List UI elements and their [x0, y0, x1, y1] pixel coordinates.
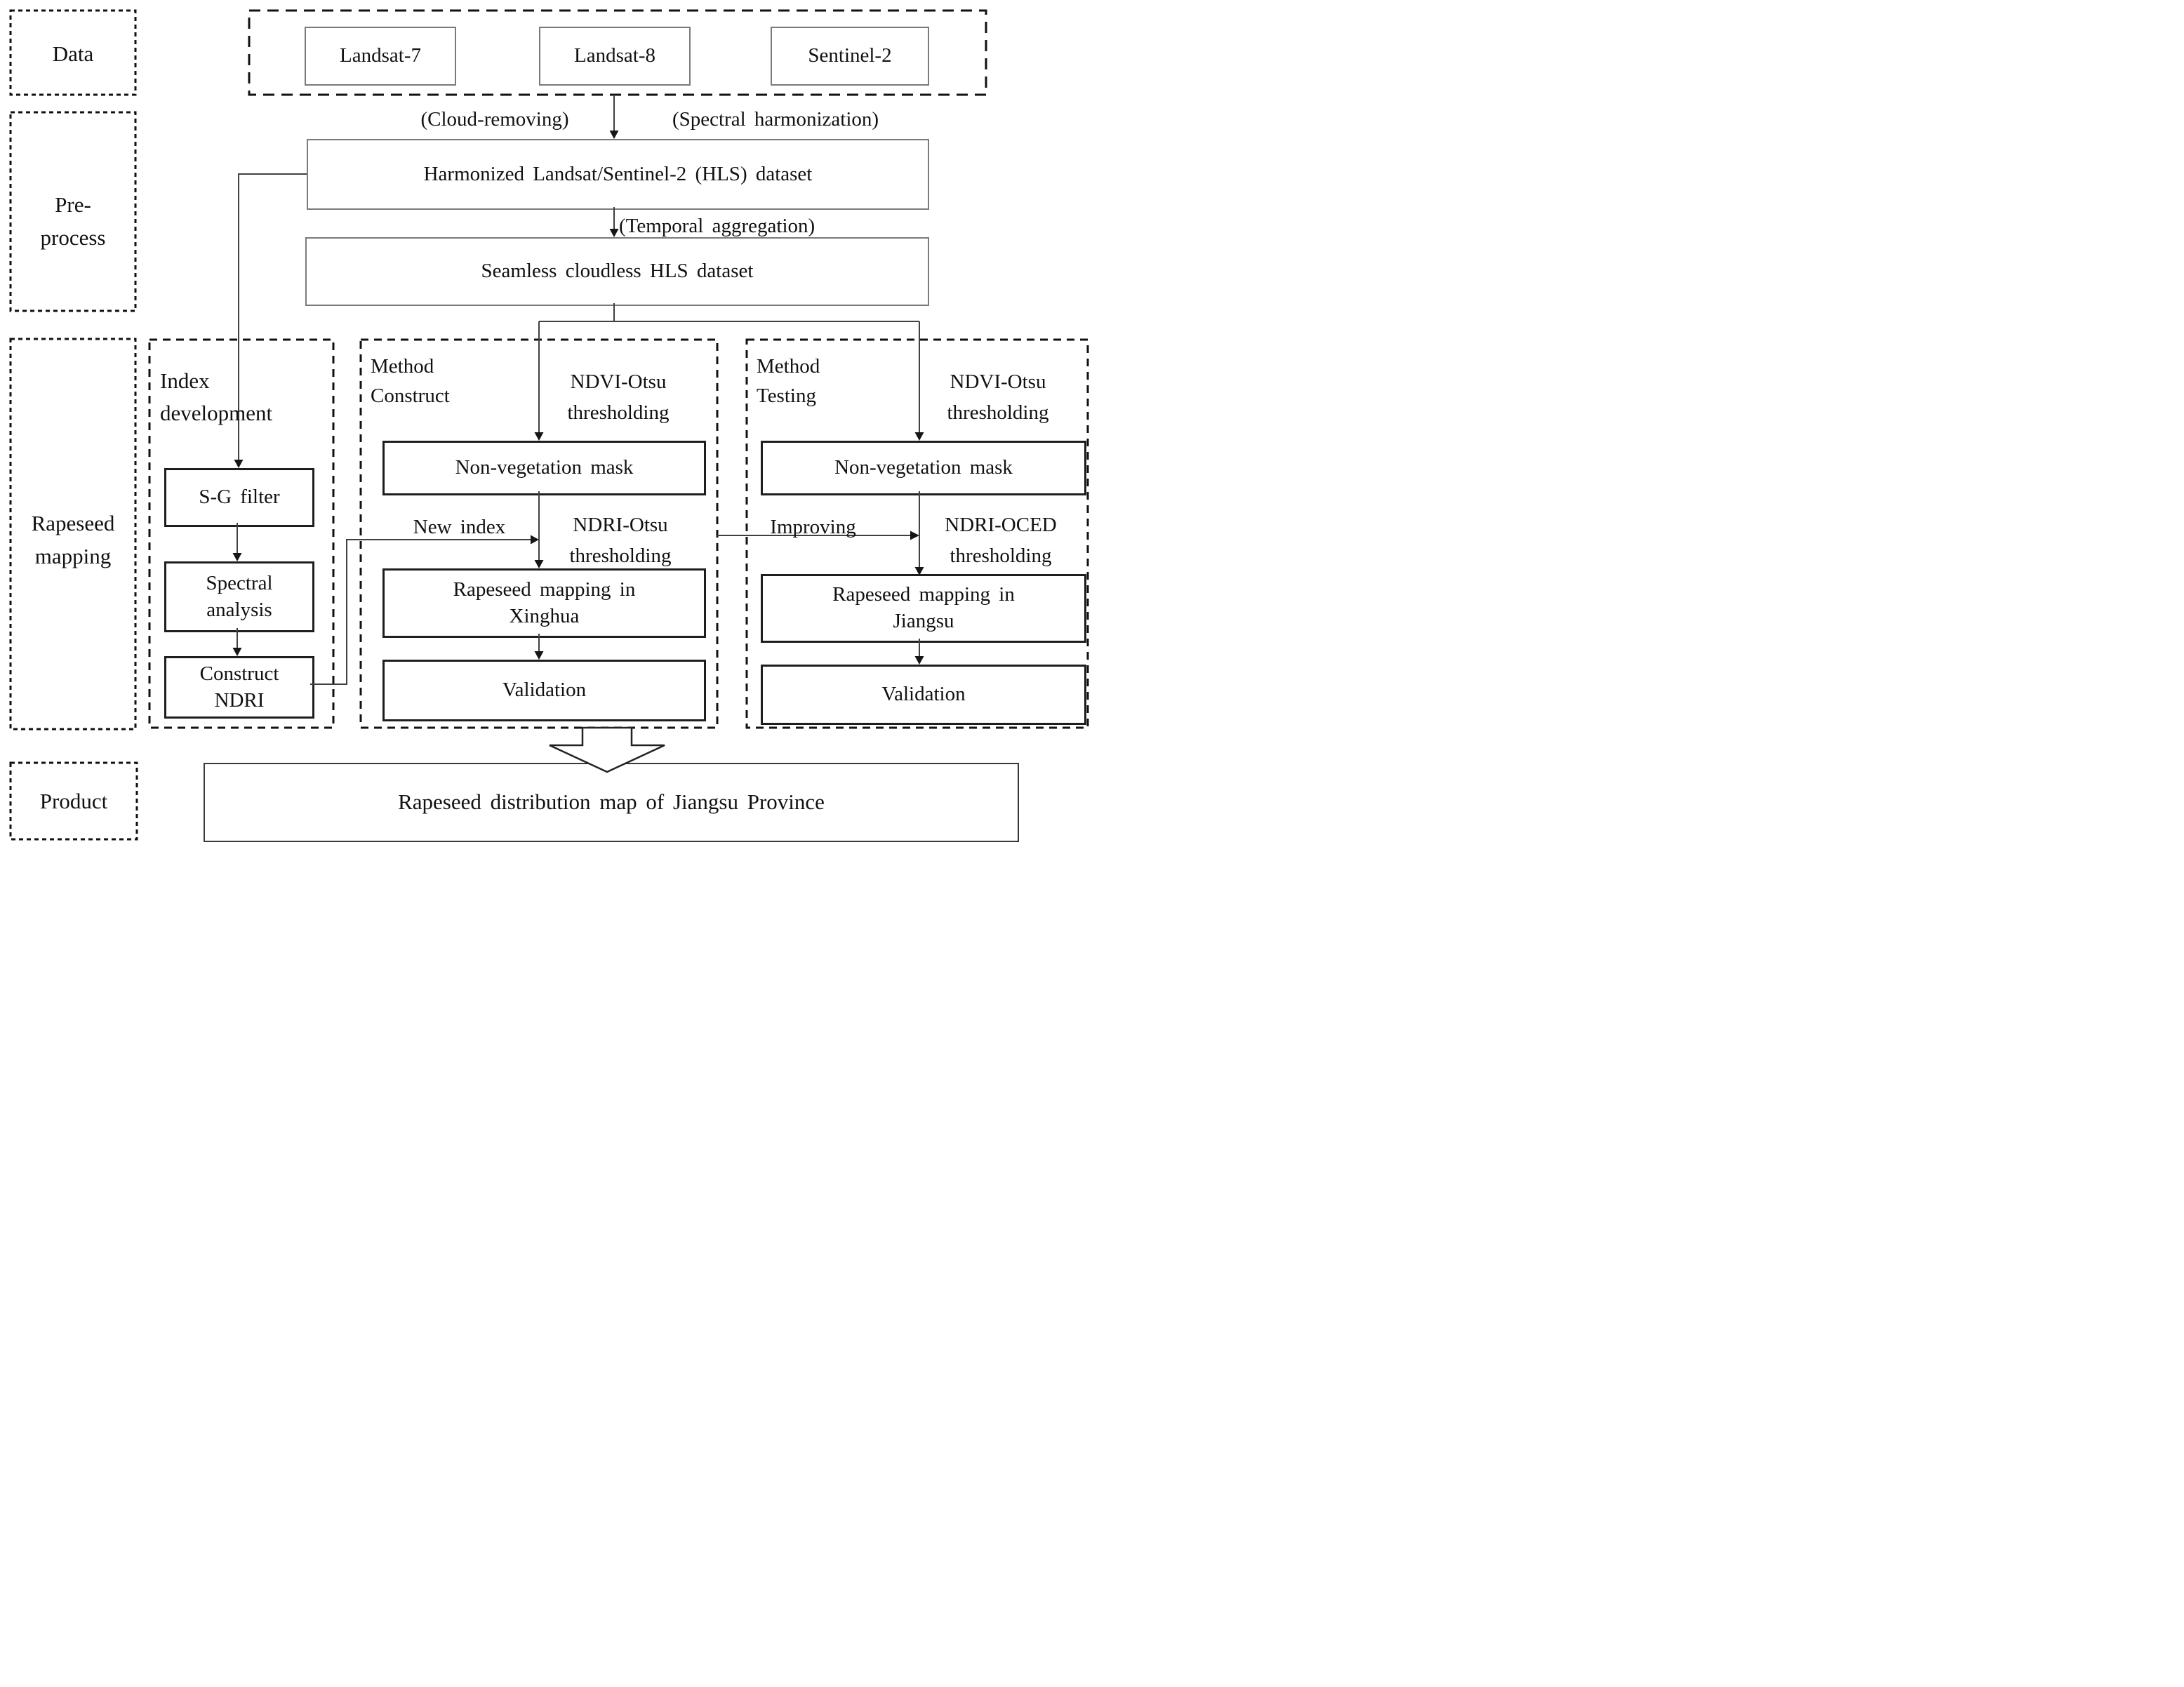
- arrowhead-into-spectral: [232, 553, 242, 561]
- arrowhead-into-hls: [609, 131, 619, 139]
- hls-dataset-box: Harmonized Landsat/Sentinel-2 (HLS) data…: [307, 139, 929, 210]
- non-vegetation-mask-construct-box: Non-vegetation mask: [382, 441, 706, 495]
- index-development-title: Index development: [160, 368, 273, 425]
- row-label-preprocess: Pre- process: [40, 192, 106, 250]
- label-new-index: New index: [413, 516, 506, 538]
- rapeseed-mapping-xinghua-box: Rapeseed mapping in Xinghua: [382, 568, 706, 638]
- method-construct-title: Method Construct: [371, 355, 450, 407]
- row-label-mapping: Rapeseed mapping: [31, 511, 115, 568]
- spectral-analysis-box: Spectral analysis: [164, 561, 314, 632]
- satellite-box-landsat-7: Landsat-7: [305, 27, 456, 86]
- arrowhead-into-validation-construct: [534, 651, 544, 660]
- row-label-product: Product: [39, 789, 108, 813]
- arrowhead-into-xinghua: [534, 560, 544, 568]
- construct-ndri-box: Construct NDRI: [164, 656, 314, 719]
- arrowhead-into-validation-testing: [914, 656, 924, 665]
- row-label-data: Data: [52, 41, 94, 66]
- arrowhead-into-construct-mask: [534, 432, 544, 441]
- label-ndvi-otsu-testing: NDVI-Otsu thresholding: [947, 371, 1049, 424]
- satellite-box-sentinel-2: Sentinel-2: [771, 27, 929, 86]
- label-improving: Improving: [770, 516, 856, 538]
- arrowhead-into-ndri: [232, 648, 242, 656]
- arrowhead-into-testing-mask: [914, 432, 924, 441]
- label-temporal-aggregation: (Temporal aggregation): [619, 215, 815, 237]
- method-testing-title: Method Testing: [757, 355, 820, 407]
- label-ndvi-otsu-construct: NDVI-Otsu thresholding: [567, 371, 670, 424]
- sg-filter-box: S-G filter: [164, 468, 314, 527]
- rapeseed-mapping-flowchart: Data Pre- process Rapeseed mapping Produ…: [0, 0, 1092, 844]
- arrowhead-new-index: [531, 535, 539, 545]
- rapeseed-mapping-jiangsu-box: Rapeseed mapping in Jiangsu: [761, 574, 1086, 643]
- arrowhead-improving: [910, 531, 919, 540]
- seamless-dataset-box: Seamless cloudless HLS dataset: [305, 237, 929, 306]
- arrowhead-into-sg-filter: [234, 460, 244, 468]
- satellite-box-landsat-8: Landsat-8: [539, 27, 691, 86]
- validation-testing-box: Validation: [761, 665, 1086, 725]
- label-ndri-oced: NDRI-OCED thresholding: [945, 514, 1057, 567]
- arrowhead-into-seamless: [609, 229, 619, 237]
- label-ndri-otsu: NDRI-Otsu thresholding: [569, 514, 672, 567]
- label-cloud-removing: (Cloud-removing): [420, 108, 569, 131]
- product-box: Rapeseed distribution map of Jiangsu Pro…: [204, 763, 1019, 842]
- validation-construct-box: Validation: [382, 660, 706, 721]
- label-spectral-harmonization: (Spectral harmonization): [672, 108, 879, 131]
- non-vegetation-mask-testing-box: Non-vegetation mask: [761, 441, 1086, 495]
